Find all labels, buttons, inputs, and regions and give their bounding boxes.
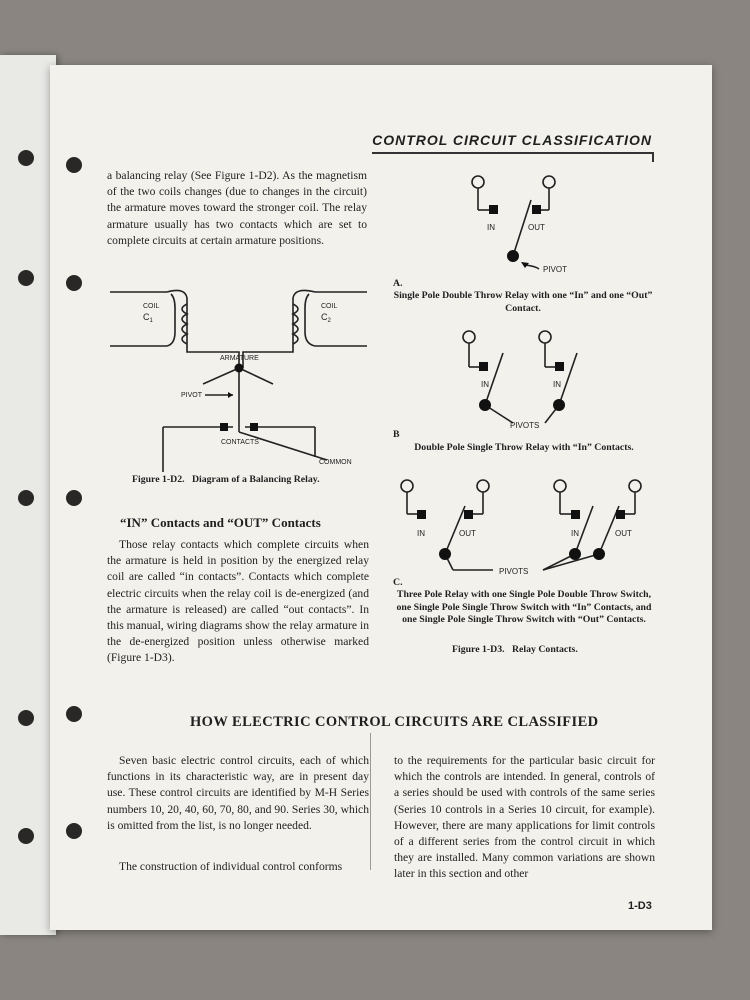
classified-left-paragraph-2: The construction of individual control c…	[119, 860, 343, 873]
in-label-c2: IN	[571, 529, 579, 538]
binder-hole	[18, 150, 34, 166]
binder-hole	[66, 490, 82, 506]
in-out-paragraph: Those relay contacts which complete circ…	[107, 538, 369, 665]
out-label-c1: OUT	[459, 529, 476, 538]
pivots-label-c: PIVOTS	[499, 567, 528, 576]
in-label-c1: IN	[417, 529, 425, 538]
pivot-label-a: PIVOT	[543, 265, 567, 274]
figure-a-caption: Single Pole Double Throw Relay with one …	[393, 290, 653, 314]
figure-a-letter: A.	[393, 278, 403, 289]
relay-diagram-c: IN OUT IN OUT PIVOTS	[400, 479, 642, 576]
in-label-b1: IN	[481, 380, 489, 389]
in-label-a: IN	[487, 223, 495, 232]
figure-1-d3-caption: Figure 1-D3. Relay Contacts.	[452, 644, 578, 655]
in-label-b2: IN	[553, 380, 561, 389]
section-divider	[370, 733, 371, 870]
coil-label-left: COIL	[143, 303, 159, 310]
coil-label-right: COIL	[321, 303, 337, 310]
header-rule	[372, 152, 654, 154]
running-header: CONTROL CIRCUIT CLASSIFICATION	[372, 132, 652, 148]
binder-hole	[66, 706, 82, 722]
page-sheet	[50, 65, 712, 930]
binder-hole	[66, 275, 82, 291]
out-label-a: OUT	[528, 223, 545, 232]
intro-paragraph: a balancing relay (See Figure 1-D2). As …	[107, 169, 367, 247]
c2-label: C2	[321, 312, 332, 324]
classified-heading: HOW ELECTRIC CONTROL CIRCUITS ARE CLASSI…	[190, 714, 599, 730]
pivots-label-b: PIVOTS	[510, 421, 539, 430]
figure-b-letter: B	[393, 429, 400, 440]
relay-diagram-b: IN IN PIVOTS	[462, 330, 578, 430]
common-label: COMMON	[319, 459, 352, 466]
binder-hole	[66, 823, 82, 839]
balancing-relay-diagram: COIL C1 COIL C2 ARMATURE PIVOT CONTACTS …	[110, 289, 367, 472]
classified-left-paragraph-1: Seven basic electric control circuits, e…	[107, 754, 369, 832]
binder-hole	[18, 490, 34, 506]
relay-diagram-a: IN OUT PIVOT	[471, 175, 567, 274]
armature-label: ARMATURE	[220, 355, 259, 362]
figure-c-caption: Three Pole Relay with one Single Pole Do…	[396, 589, 652, 625]
binder-hole	[18, 828, 34, 844]
figure-1-d2-caption: Figure 1-D2. Diagram of a Balancing Rela…	[132, 474, 320, 485]
in-out-heading: “IN” Contacts and “OUT” Contacts	[120, 515, 321, 530]
contacts-label: CONTACTS	[221, 439, 259, 446]
c1-label: C1	[143, 312, 154, 324]
out-label-c2: OUT	[615, 529, 632, 538]
figure-c-letter: C.	[393, 577, 403, 588]
header-rule-tick	[652, 152, 654, 162]
binder-hole	[18, 270, 34, 286]
pivot-label: PIVOT	[181, 392, 203, 399]
binder-hole	[66, 157, 82, 173]
page-number: 1-D3	[628, 900, 652, 912]
classified-right-paragraph: to the requirements for the particular b…	[394, 754, 655, 881]
binder-hole	[18, 710, 34, 726]
figure-b-caption: Double Pole Single Throw Relay with “In”…	[414, 442, 634, 453]
